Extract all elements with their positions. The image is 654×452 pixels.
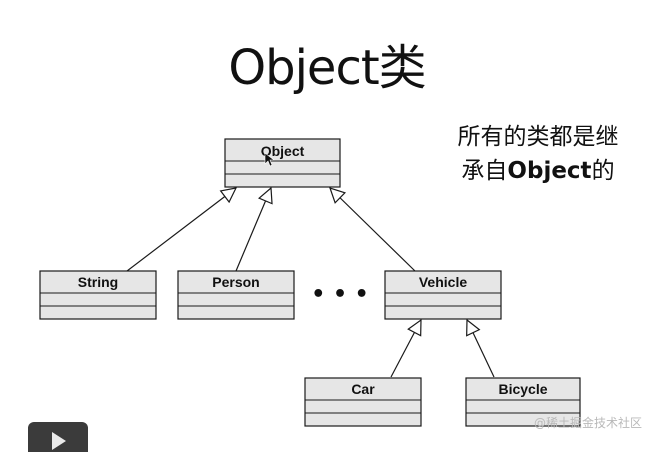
class-box-string: String	[39, 270, 157, 320]
play-icon	[52, 432, 66, 450]
note-line-1: 所有的类都是继	[457, 124, 619, 150]
note-prefix: 承自	[461, 158, 508, 184]
watermark: @稀土掘金技术社区	[533, 416, 642, 430]
ellipsis-more-classes: • • •	[311, 282, 369, 307]
play-button[interactable]	[28, 422, 88, 452]
note-line-2: 承自Object的	[436, 154, 640, 188]
note-object-word: Object	[507, 158, 592, 184]
note-suffix: 的	[591, 158, 615, 184]
class-name-bicycle: Bicycle	[498, 381, 547, 397]
arrow-person-to-object	[235, 188, 271, 272]
class-box-vehicle: Vehicle	[384, 270, 502, 320]
class-box-person: Person	[177, 270, 295, 320]
arrow-bicycle-to-vehicle	[467, 320, 495, 378]
class-box-object: Object	[224, 138, 341, 188]
class-name-string: String	[78, 274, 118, 290]
class-box-bicycle: Bicycle	[465, 377, 581, 427]
inheritance-note: 所有的类都是继 承自Object的	[436, 120, 640, 188]
arrow-car-to-vehicle	[390, 320, 421, 378]
class-name-car: Car	[351, 381, 375, 397]
mouse-cursor-icon	[264, 152, 275, 167]
arrow-vehicle-to-object	[330, 188, 416, 272]
class-box-car: Car	[304, 377, 422, 427]
arrow-string-to-object	[126, 188, 236, 272]
class-name-person: Person	[212, 274, 259, 290]
class-name-vehicle: Vehicle	[419, 274, 467, 290]
slide-title: Object类	[228, 40, 426, 96]
class-name-object: Object	[261, 143, 305, 159]
